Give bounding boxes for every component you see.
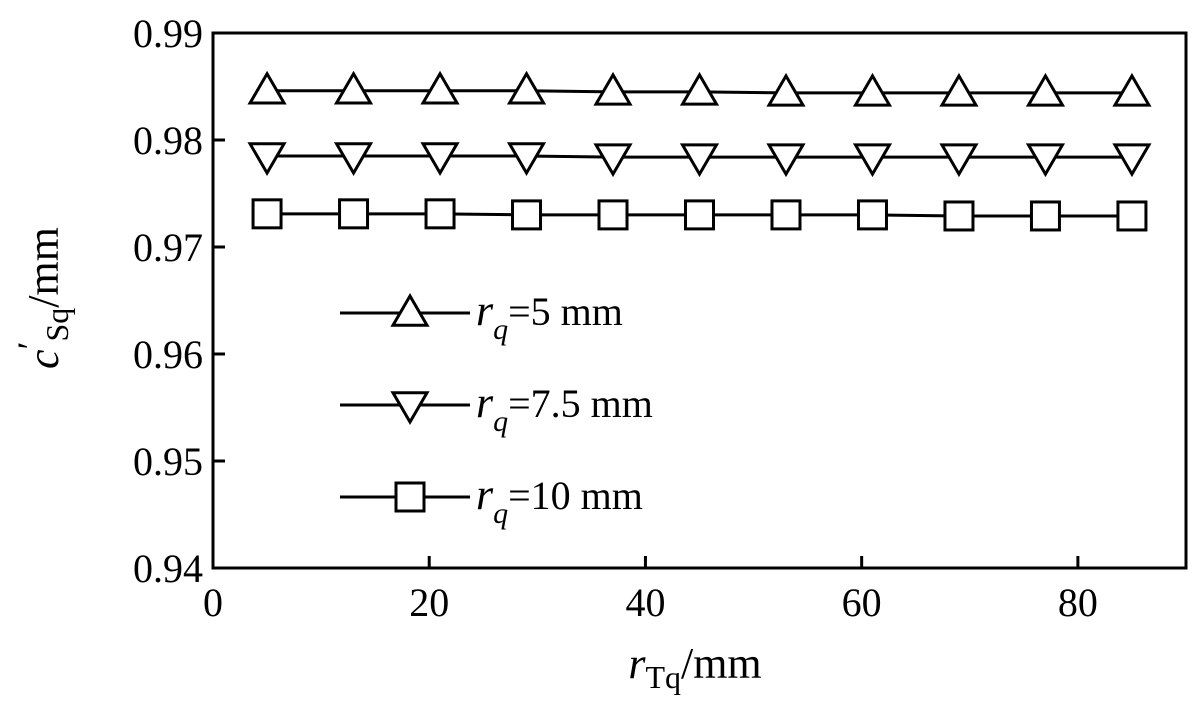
data-point	[856, 199, 888, 231]
legend-label: rq=7.5 mm	[476, 378, 653, 438]
data-point	[333, 70, 374, 105]
data-point	[1116, 200, 1148, 232]
data-point	[766, 72, 806, 107]
data-point	[1112, 143, 1152, 178]
data-point	[420, 142, 460, 177]
data-point	[251, 198, 283, 230]
x-tick-label: 60	[842, 580, 882, 625]
legend-marker	[390, 391, 430, 425]
y-tick-label: 0.99	[133, 11, 203, 56]
data-point	[1112, 72, 1152, 107]
plot-frame	[211, 31, 1188, 570]
series-2	[247, 142, 1152, 178]
data-point	[939, 143, 979, 178]
data-point	[852, 72, 893, 107]
data-point	[247, 142, 287, 177]
plot-area	[211, 31, 1188, 570]
data-point	[511, 199, 543, 231]
data-point	[1025, 143, 1066, 178]
y-tick-label: 0.97	[133, 225, 203, 270]
data-point	[593, 143, 633, 178]
data-point	[338, 198, 370, 230]
x-tick-label: 40	[625, 580, 665, 625]
data-point	[939, 72, 979, 107]
data-point	[247, 70, 287, 105]
legend: rq=5 mm rq=7.5 mm rq=10 mm	[340, 286, 653, 530]
data-point	[593, 71, 633, 106]
data-point	[597, 199, 629, 231]
series-layer	[247, 70, 1152, 232]
y-tick-label: 0.98	[133, 118, 203, 163]
data-point	[333, 142, 374, 177]
series-3	[251, 198, 1148, 232]
series-1	[247, 70, 1152, 107]
legend-label: rq=5 mm	[476, 286, 623, 346]
x-tick-label: 80	[1058, 580, 1098, 625]
legend-item-2: rq=7.5 mm	[340, 378, 653, 438]
data-point	[424, 198, 456, 230]
x-axis-title: rTq/mm	[628, 639, 761, 695]
x-tick-label: 20	[409, 580, 449, 625]
data-point	[943, 200, 975, 232]
legend-marker	[390, 293, 430, 327]
data-point	[684, 199, 715, 231]
x-tick-label: 0	[203, 580, 223, 625]
legend-item-1: rq=5 mm	[340, 286, 623, 346]
y-tick-label: 0.94	[133, 546, 203, 591]
legend-item-3: rq=10 mm	[340, 470, 643, 530]
data-point	[679, 143, 720, 178]
data-point	[852, 143, 893, 178]
data-point	[506, 142, 547, 177]
legend-label: rq=10 mm	[476, 470, 643, 530]
legend-marker	[394, 481, 426, 513]
data-point	[420, 70, 460, 105]
data-point	[770, 199, 802, 231]
y-tick-label: 0.95	[133, 439, 203, 484]
x-axis: 0 20 40 60 80	[203, 556, 1098, 625]
y-axis-title: c′Sq/mm	[10, 227, 75, 369]
data-point	[766, 143, 806, 178]
data-point	[506, 70, 547, 105]
data-point	[1025, 72, 1066, 107]
y-axis: 0.94 0.95 0.96 0.97 0.98 0.99	[133, 11, 225, 591]
data-point	[679, 71, 720, 106]
y-tick-label: 0.96	[133, 332, 203, 377]
data-point	[1029, 200, 1061, 232]
